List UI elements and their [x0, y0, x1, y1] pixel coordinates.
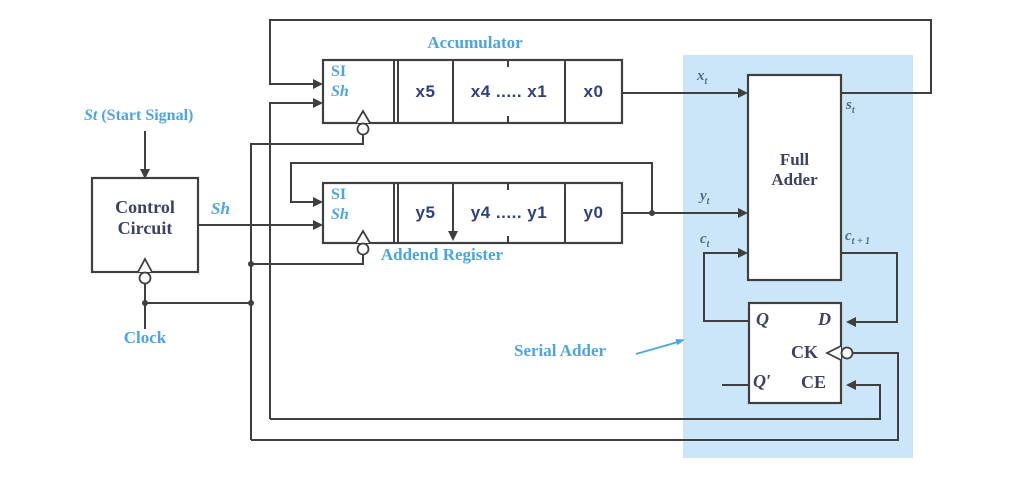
add-sh-label: Sh [331, 206, 349, 223]
addend-shift-arrow [448, 231, 458, 241]
acc-cell-mid: x4 ..... x1 [470, 82, 548, 101]
control-circuit-label: Control Circuit [92, 197, 198, 238]
start-signal-st: St [84, 107, 98, 124]
wires [144, 19, 932, 441]
acc-cell-x0: x0 [583, 82, 604, 101]
wire-ce [270, 384, 881, 420]
junction-dots [142, 210, 655, 306]
accumulator-box [321, 58, 624, 125]
control-circuit-line2: Circuit [117, 217, 173, 238]
clock-bubble-accumulator [356, 122, 370, 136]
full-adder-line2: Adder [771, 169, 818, 189]
clock-bubble-control [138, 271, 152, 285]
full-adder-box [746, 73, 843, 282]
add-si-label: SI [331, 186, 347, 203]
arrow-yt [738, 208, 748, 218]
signal-xt: xt [697, 68, 708, 87]
arrow-into-ce [846, 380, 856, 390]
wire-ck [251, 352, 899, 441]
ff-ce-label: CE [801, 372, 827, 392]
acc-si-label: SI [331, 63, 347, 80]
acc-cell-x5: x5 [415, 82, 436, 101]
arrow-xt [738, 88, 748, 98]
arrow-into-add-sh [313, 220, 323, 230]
clock-triangle-control [137, 257, 153, 273]
arrow-st-input [140, 169, 150, 179]
ff-qprime-label: Q′ [753, 371, 772, 391]
arrow-ct [738, 248, 748, 258]
serial-adder-label: Serial Adder [514, 341, 607, 360]
full-adder-line1: Full [779, 150, 810, 169]
ff-d-label: D [818, 309, 831, 329]
clock-triangle-accumulator [355, 109, 371, 124]
signal-st: st [846, 97, 855, 116]
arrow-into-d [846, 317, 856, 327]
addend-register-title: Addend Register [380, 245, 504, 264]
full-adder-label: Full Adder [748, 150, 841, 189]
start-signal-rest: (Start Signal) [101, 107, 194, 124]
clock-bubble-addend [356, 242, 370, 256]
arrow-into-acc-sh [313, 98, 323, 108]
add-cell-mid: y4 ..... y1 [470, 203, 548, 222]
start-signal-label: St (Start Signal) [84, 107, 193, 125]
clock-bubble-flipflop [840, 346, 854, 360]
wire-ct1-to-d [841, 252, 898, 323]
ff-q-label: Q [756, 309, 769, 329]
acc-sh-label: Sh [331, 83, 349, 100]
clock-label: Clock [123, 328, 167, 347]
signal-ct1: ct + 1 [845, 228, 871, 247]
wire-sh-vertical [269, 102, 314, 419]
wire-clock-vertical [250, 134, 364, 440]
accumulator-title: Accumulator [427, 33, 523, 52]
add-cell-y5: y5 [415, 203, 436, 222]
register-dividers [393, 60, 566, 243]
control-circuit-line1: Control [115, 197, 175, 217]
signal-ct: ct [700, 231, 710, 250]
arrow-into-acc-si [313, 79, 323, 89]
clock-triangle-flipflop [824, 345, 842, 361]
add-cell-y0: y0 [583, 203, 604, 222]
sh-signal-label: Sh [211, 199, 230, 218]
wire-q-to-ct [703, 252, 749, 322]
addend-register-box [321, 181, 624, 245]
serial-adder-pointer [635, 339, 685, 355]
arrowheads [140, 79, 856, 390]
wire-st-feedback [269, 19, 932, 94]
clock-triangle-addend [355, 229, 371, 244]
signal-yt: yt [700, 188, 710, 207]
clock-symbols [137, 109, 854, 361]
wire-addend-clock [251, 254, 364, 265]
wire-addend-loop [290, 162, 653, 213]
arrow-into-add-si [313, 197, 323, 207]
ff-ck-label: CK [791, 342, 818, 362]
